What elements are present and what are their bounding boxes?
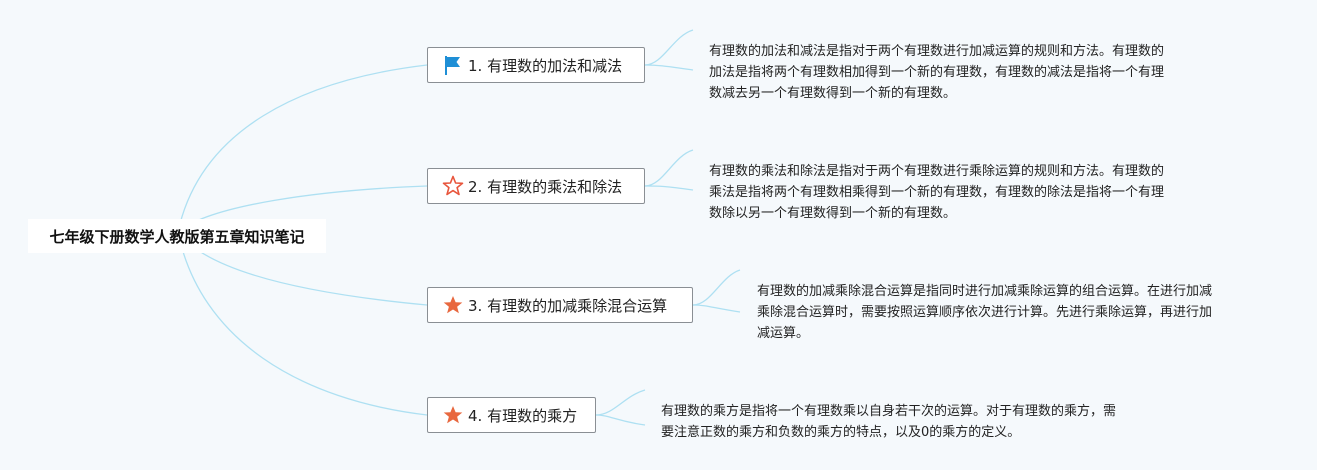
branch-topic-mixed-operations[interactable]: 3. 有理数的加减乘除混合运算 [427,287,693,323]
note-line: 有理数的乘法和除法是指对于两个有理数进行乘除运算的规则和方法。有理数的 [709,164,1165,179]
note-line: 有理数的乘方是指将一个有理数乘以自身若干次的运算。对于有理数的乘方，需 [661,404,1117,419]
connector-note-3-top [692,269,741,306]
note-line: 数除以另一个有理数得到一个新的有理数。 [709,206,957,221]
connector-note-2-bottom [644,185,694,191]
connector-note-2-top [644,149,694,187]
connector-note-1-bottom [644,64,694,71]
branch-label: 3. 有理数的加减乘除混合运算 [468,296,668,315]
note-line: 减运算。 [757,326,810,341]
root-topic[interactable]: 七年级下册数学人教版第五章知识笔记 [28,219,326,253]
branch-label: 2. 有理数的乘法和除法 [468,177,623,196]
note-mixed-operations: 有理数的加减乘除混合运算是指同时进行加减乘除运算的组合运算。在进行加减 乘除混合… [757,281,1212,344]
note-line: 乘除混合运算时，需要按照运算顺序依次进行计算。先进行乘除运算，再进行加 [757,305,1213,320]
connector-root-branch-4 [177,231,428,416]
note-line: 有理数的加法和减法是指对于两个有理数进行加减运算的规则和方法。有理数的 [709,44,1165,59]
branch-topic-multiplication-division[interactable]: 2. 有理数的乘法和除法 [427,168,645,204]
star-filled-icon [442,404,464,426]
note-multiplication-division: 有理数的乘法和除法是指对于两个有理数进行乘除运算的规则和方法。有理数的 乘法是指… [709,161,1164,224]
branch-label: 1. 有理数的加法和减法 [468,56,623,75]
root-topic-label: 七年级下册数学人教版第五章知识笔记 [49,227,305,246]
note-addition-subtraction: 有理数的加法和减法是指对于两个有理数进行加减运算的规则和方法。有理数的 加法是指… [709,41,1164,104]
note-line: 数减去另一个有理数得到一个新的有理数。 [709,86,957,101]
branch-topic-powers[interactable]: 4. 有理数的乘方 [427,397,596,433]
connector-root-branch-1 [177,64,428,233]
note-line: 乘法是指将两个有理数相乘得到一个新的有理数，有理数的除法是指将一个有理 [709,185,1165,200]
branch-topic-addition-subtraction[interactable]: 1. 有理数的加法和减法 [427,47,645,83]
note-line: 加法是指将两个有理数相加得到一个新的有理数，有理数的减法是指将一个有理 [709,65,1165,80]
flag-icon [442,54,464,76]
connector-note-4-top [595,389,646,416]
note-line: 有理数的加减乘除混合运算是指同时进行加减乘除运算的组合运算。在进行加减 [757,284,1213,299]
connector-note-1-top [644,29,694,66]
note-powers: 有理数的乘方是指将一个有理数乘以自身若干次的运算。对于有理数的乘方，需 要注意正… [661,401,1116,443]
note-line: 要注意正数的乘方和负数的乘方的特点，以及0的乘方的定义。 [661,425,1021,440]
star-filled-icon [442,294,464,316]
connector-note-4-bottom [595,414,646,426]
branch-label: 4. 有理数的乘方 [468,406,578,425]
connector-note-3-bottom [692,304,741,313]
star-outline-icon [442,175,464,197]
